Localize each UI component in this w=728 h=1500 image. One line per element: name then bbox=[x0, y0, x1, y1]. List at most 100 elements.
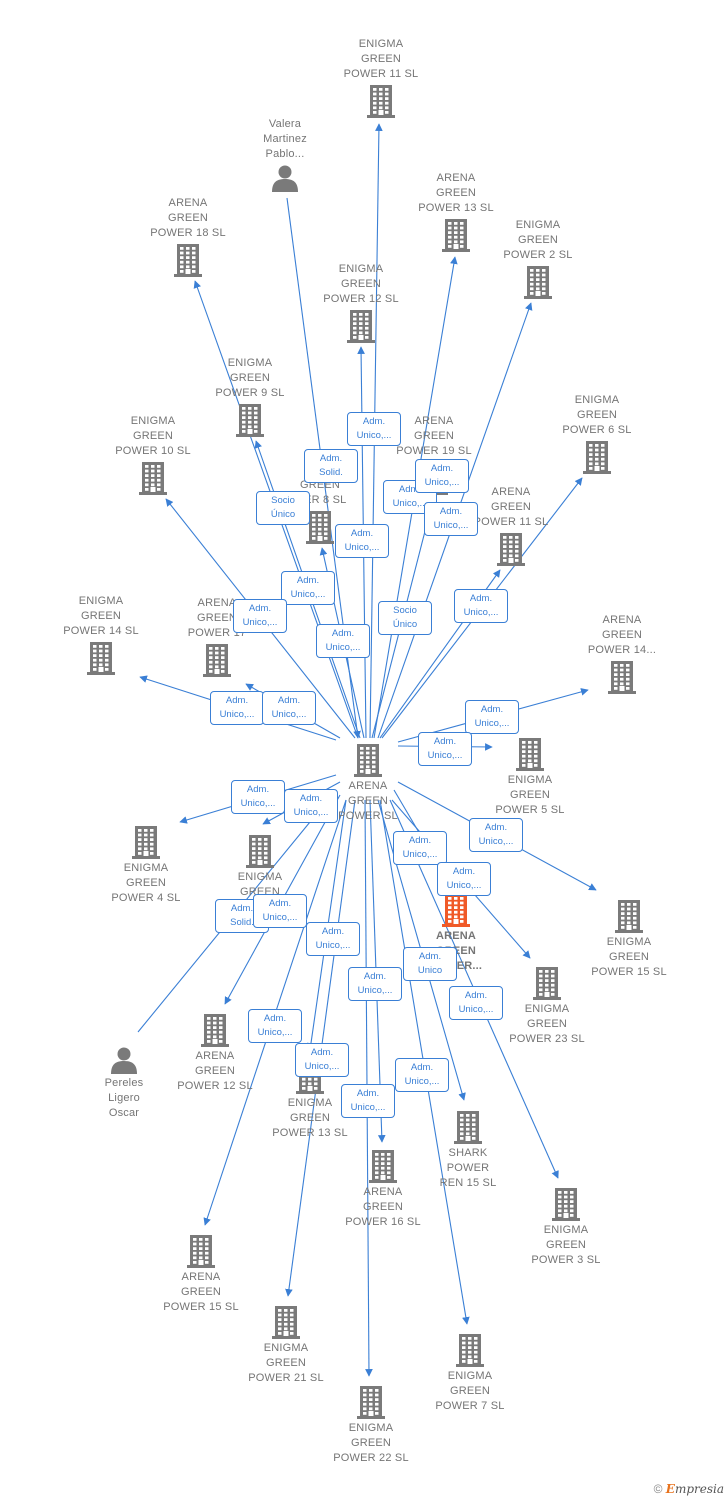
node-label: ENIGMA GREEN POWER 12 SL bbox=[323, 263, 399, 305]
edge-label[interactable]: Adm. Solid. bbox=[304, 449, 358, 483]
edge-label[interactable]: Adm. Unico,... bbox=[395, 1058, 449, 1092]
edge-label[interactable]: Socio Único bbox=[378, 601, 432, 635]
edge-label[interactable]: Adm. Unico,... bbox=[424, 502, 478, 536]
building-icon bbox=[524, 266, 552, 299]
node-eg2[interactable]: ENIGMA GREEN POWER 2 SL bbox=[483, 218, 593, 299]
edge-label[interactable]: Adm. Unico bbox=[403, 947, 457, 981]
building-icon bbox=[456, 1334, 484, 1367]
edge-label[interactable]: Adm. Unico,... bbox=[415, 459, 469, 493]
node-main[interactable]: ARENA GREEN POWER SL bbox=[313, 743, 423, 824]
brand-footer[interactable]: © Empresia bbox=[654, 1482, 724, 1496]
node-label: ENIGMA GREEN POWER 22 SL bbox=[333, 1422, 409, 1464]
node-valera[interactable]: Valera Martinez Pablo... bbox=[230, 117, 340, 192]
node-label: ENIGMA GREEN POWER 21 SL bbox=[248, 1342, 324, 1384]
building-icon bbox=[357, 1386, 385, 1419]
node-label: ENIGMA GREEN POWER 2 SL bbox=[503, 219, 573, 261]
building-icon bbox=[354, 744, 382, 777]
edge-label[interactable]: Adm. Unico,... bbox=[281, 571, 335, 605]
node-ag16[interactable]: ARENA GREEN POWER 16 SL bbox=[328, 1149, 438, 1230]
edge-label[interactable]: Adm. Unico,... bbox=[210, 691, 264, 725]
node-label: ENIGMA GREEN POWER 6 SL bbox=[562, 394, 632, 436]
building-icon bbox=[132, 826, 160, 859]
building-icon bbox=[516, 738, 544, 771]
node-label: ENIGMA GREEN POWER 10 SL bbox=[115, 415, 191, 457]
edge-label[interactable]: Adm. Unico,... bbox=[262, 691, 316, 725]
node-label: ARENA GREEN POWER 18 SL bbox=[150, 197, 226, 239]
node-eg3[interactable]: ENIGMA GREEN POWER 3 SL bbox=[511, 1187, 621, 1268]
node-ag14[interactable]: ARENA GREEN POWER 14... bbox=[567, 613, 677, 694]
node-label: ENIGMA GREEN POWER 3 SL bbox=[531, 1224, 601, 1266]
node-ag11[interactable]: ARENA GREEN POWER 11 SL bbox=[456, 485, 566, 566]
node-label: Pereles Ligero Oscar bbox=[104, 1077, 144, 1119]
building-icon bbox=[442, 894, 470, 927]
building-icon bbox=[246, 835, 274, 868]
edge-label[interactable]: Adm. Unico,... bbox=[306, 922, 360, 956]
edge-label[interactable]: Adm. Unico,... bbox=[284, 789, 338, 823]
edge-label[interactable]: Adm. Unico,... bbox=[248, 1009, 302, 1043]
edge-label[interactable]: Adm. Unico,... bbox=[469, 818, 523, 852]
node-eg4[interactable]: ENIGMA GREEN POWER 4 SL bbox=[91, 825, 201, 906]
node-pereles[interactable]: Pereles Ligero Oscar bbox=[69, 1046, 179, 1121]
node-label: ARENA GREEN POWER 14... bbox=[587, 614, 657, 656]
edge-label[interactable]: Adm. Unico,... bbox=[341, 1084, 395, 1118]
node-ag18[interactable]: ARENA GREEN POWER 18 SL bbox=[133, 196, 243, 277]
node-label: ENIGMA GREEN POWER 5 SL bbox=[495, 774, 565, 816]
node-label: ENIGMA GREEN bbox=[237, 871, 283, 898]
node-label: ARENA GREEN POWER 12 SL bbox=[177, 1050, 253, 1092]
node-eg14[interactable]: ENIGMA GREEN POWER 14 SL bbox=[46, 594, 156, 675]
node-ag15[interactable]: ARENA GREEN POWER 15 SL bbox=[146, 1234, 256, 1315]
building-icon bbox=[367, 85, 395, 118]
brand-initial: E bbox=[665, 1482, 675, 1496]
building-icon bbox=[187, 1235, 215, 1268]
node-eg9[interactable]: ENIGMA GREEN POWER 9 SL bbox=[195, 356, 305, 437]
node-label: ARENA GREEN POWER SL bbox=[338, 780, 398, 822]
edge-label[interactable]: Adm. Unico,... bbox=[393, 831, 447, 865]
node-eg6[interactable]: ENIGMA GREEN POWER 6 SL bbox=[542, 393, 652, 474]
building-icon bbox=[552, 1188, 580, 1221]
node-label: ENIGMA GREEN POWER 15 SL bbox=[591, 936, 667, 978]
node-label: ARENA GREEN POWER 13 SL bbox=[418, 172, 494, 214]
node-eg21[interactable]: ENIGMA GREEN POWER 21 SL bbox=[231, 1305, 341, 1386]
node-eg_mid[interactable]: ENIGMA GREEN bbox=[205, 834, 315, 900]
building-icon bbox=[533, 967, 561, 1000]
edge-label[interactable]: Adm. Unico,... bbox=[437, 862, 491, 896]
edge-label[interactable]: Socio Único bbox=[256, 491, 310, 525]
edge-label[interactable]: Adm. Unico,... bbox=[295, 1043, 349, 1077]
node-eg10[interactable]: ENIGMA GREEN POWER 10 SL bbox=[98, 414, 208, 495]
edge-label[interactable]: Adm. Unico,... bbox=[335, 524, 389, 558]
node-eg15[interactable]: ENIGMA GREEN POWER 15 SL bbox=[574, 899, 684, 980]
node-ag12[interactable]: ARENA GREEN POWER 12 SL bbox=[160, 1013, 270, 1094]
node-eg12[interactable]: ENIGMA GREEN POWER 12 SL bbox=[306, 262, 416, 343]
node-label: SHARK POWER REN 15 SL bbox=[439, 1147, 497, 1189]
building-icon bbox=[583, 441, 611, 474]
edge-label[interactable]: Adm. Unico,... bbox=[418, 732, 472, 766]
building-icon bbox=[87, 642, 115, 675]
edge-label[interactable]: Adm. Unico,... bbox=[449, 986, 503, 1020]
edge-label[interactable]: Adm. Unico,... bbox=[253, 894, 307, 928]
copyright-icon: © bbox=[653, 1482, 663, 1496]
node-label: ENIGMA GREEN POWER 4 SL bbox=[111, 862, 181, 904]
node-label: ENIGMA GREEN POWER 23 SL bbox=[509, 1003, 585, 1045]
edge-label[interactable]: Adm. Unico,... bbox=[465, 700, 519, 734]
person-icon bbox=[272, 165, 298, 192]
node-label: ENIGMA GREEN POWER 14 SL bbox=[63, 595, 139, 637]
edge-label[interactable]: Adm. Unico,... bbox=[316, 624, 370, 658]
edge-label[interactable]: Adm. Unico,... bbox=[454, 589, 508, 623]
building-icon bbox=[497, 533, 525, 566]
node-ag17[interactable]: ARENA GREEN POWER 17 bbox=[162, 596, 272, 677]
edge-label[interactable]: Adm. Unico,... bbox=[233, 599, 287, 633]
node-shark15[interactable]: SHARK POWER REN 15 SL bbox=[413, 1110, 523, 1191]
node-ag13[interactable]: ARENA GREEN POWER 13 SL bbox=[401, 171, 511, 252]
node-eg23[interactable]: ENIGMA GREEN POWER 23 SL bbox=[492, 966, 602, 1047]
edge-label[interactable]: Adm. Unico,... bbox=[348, 967, 402, 1001]
edge-label[interactable]: Adm. Unico,... bbox=[231, 780, 285, 814]
building-icon bbox=[174, 244, 202, 277]
building-icon bbox=[306, 511, 334, 544]
node-eg7[interactable]: ENIGMA GREEN POWER 7 SL bbox=[415, 1333, 525, 1414]
node-eg22[interactable]: ENIGMA GREEN POWER 22 SL bbox=[316, 1385, 426, 1466]
person-icon bbox=[111, 1047, 137, 1074]
node-eg5[interactable]: ENIGMA GREEN POWER 5 SL bbox=[475, 737, 585, 818]
building-icon bbox=[236, 404, 264, 437]
edge-label[interactable]: Adm. Unico,... bbox=[347, 412, 401, 446]
node-eg11[interactable]: ENIGMA GREEN POWER 11 SL bbox=[326, 37, 436, 118]
